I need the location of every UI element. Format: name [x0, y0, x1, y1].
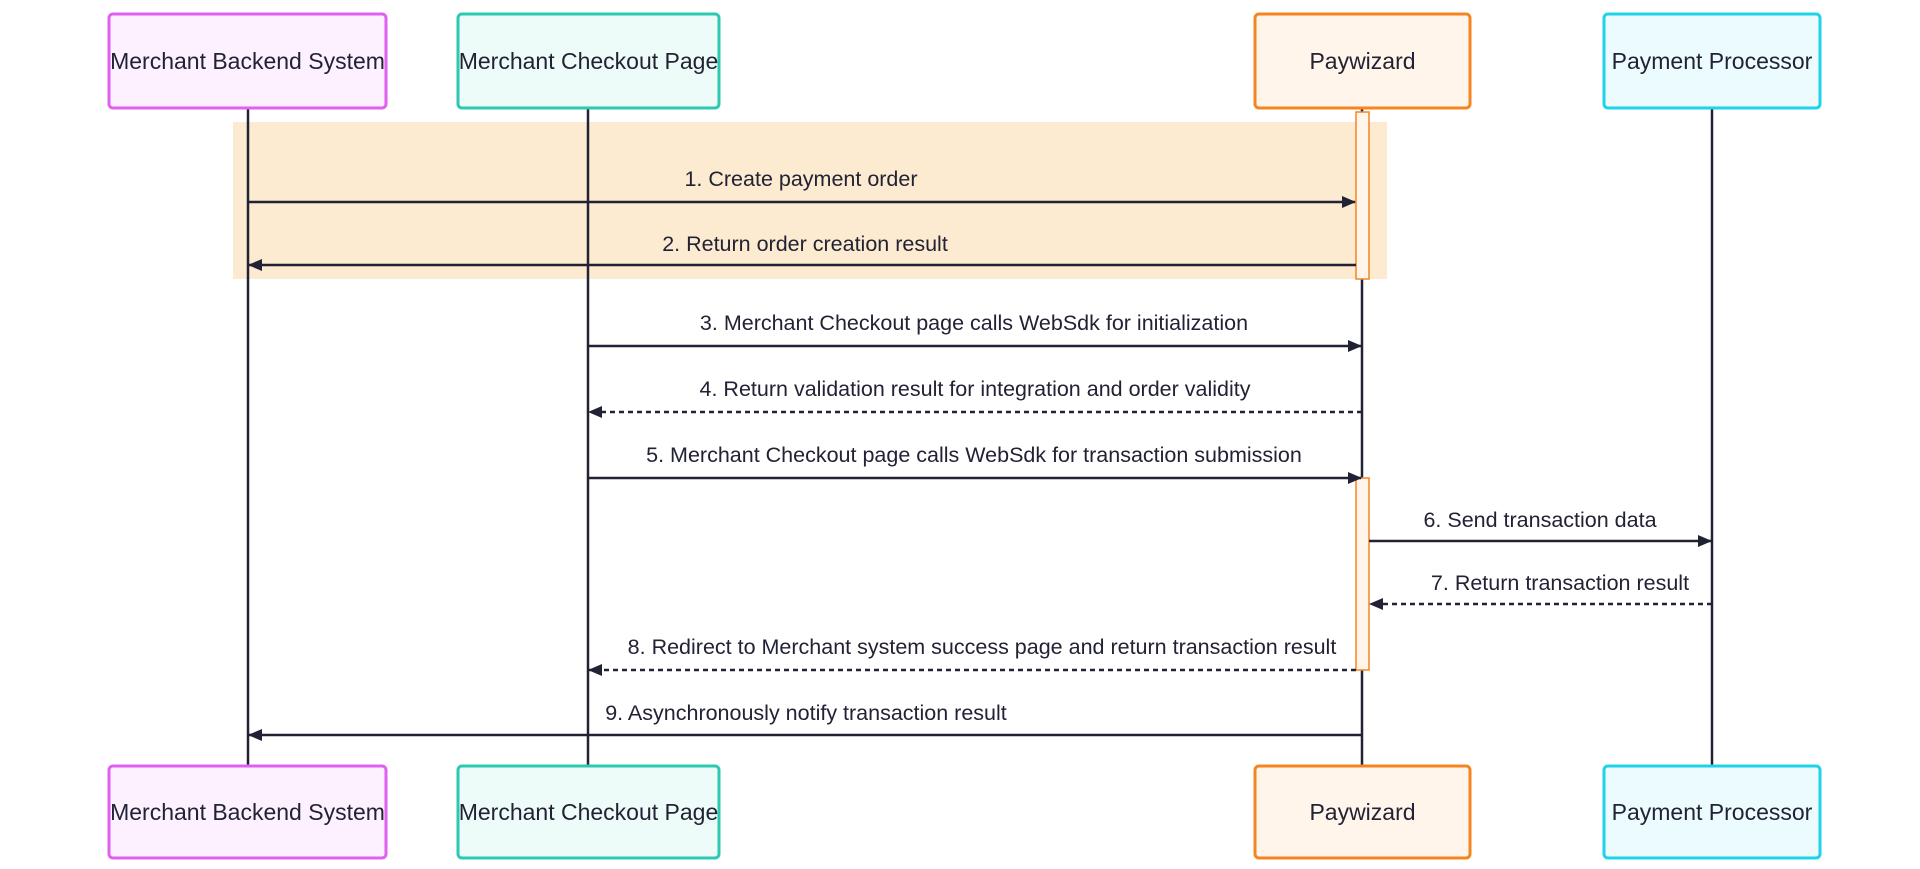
participant-processor-bottom[interactable]: Payment Processor [1602, 764, 1822, 860]
message-label: 9. Asynchronously notify transaction res… [605, 701, 1007, 725]
participant-box [1253, 12, 1472, 110]
participant-box [1253, 764, 1472, 860]
message-4: 4. Return validation result for integrat… [588, 377, 1362, 418]
message-7: 7. Return transaction result [1369, 571, 1712, 610]
participant-box [1602, 12, 1822, 110]
message-2: 2. Return order creation result [248, 232, 1356, 271]
participant-processor-top[interactable]: Payment Processor [1602, 12, 1822, 110]
participant-box [1602, 764, 1822, 860]
message-9: 9. Asynchronously notify transaction res… [248, 701, 1362, 741]
participant-backend-bottom[interactable]: Merchant Backend System [107, 764, 388, 860]
message-6: 6. Send transaction data [1369, 508, 1712, 547]
participant-paywizard-top[interactable]: Paywizard [1253, 12, 1472, 110]
participant-box [107, 764, 388, 860]
participant-label: Merchant Backend System [110, 48, 385, 74]
participant-label: Payment Processor [1612, 48, 1813, 74]
participant-backend-top[interactable]: Merchant Backend System [107, 12, 388, 110]
participant-checkout-bottom[interactable]: Merchant Checkout Page [456, 764, 721, 860]
message-5: 5. Merchant Checkout page calls WebSdk f… [588, 443, 1362, 484]
participant-checkout-top[interactable]: Merchant Checkout Page [456, 12, 721, 110]
activation-bar-2 [1355, 477, 1370, 671]
message-label: 6. Send transaction data [1423, 508, 1656, 532]
activation-bar-1 [1355, 111, 1370, 280]
participant-box [456, 764, 721, 860]
message-label: 3. Merchant Checkout page calls WebSdk f… [700, 311, 1248, 335]
participant-label: Merchant Checkout Page [459, 48, 719, 74]
participant-label: Merchant Checkout Page [459, 799, 719, 825]
message-8: 8. Redirect to Merchant system success p… [588, 635, 1356, 676]
participant-box [107, 12, 388, 110]
highlight-region [233, 122, 1387, 279]
participant-paywizard-bottom[interactable]: Paywizard [1253, 764, 1472, 860]
message-label: 2. Return order creation result [662, 232, 948, 256]
participant-label: Payment Processor [1612, 799, 1813, 825]
message-3: 3. Merchant Checkout page calls WebSdk f… [588, 311, 1362, 352]
message-label: 7. Return transaction result [1431, 571, 1689, 595]
message-label: 8. Redirect to Merchant system success p… [628, 635, 1337, 659]
message-label: 5. Merchant Checkout page calls WebSdk f… [646, 443, 1302, 467]
participant-label: Paywizard [1309, 48, 1415, 74]
message-1: 1. Create payment order [248, 167, 1356, 208]
message-label: 4. Return validation result for integrat… [700, 377, 1251, 401]
participant-box [456, 12, 721, 110]
participant-label: Merchant Backend System [110, 799, 385, 825]
message-label: 1. Create payment order [684, 167, 917, 191]
participant-label: Paywizard [1309, 799, 1415, 825]
